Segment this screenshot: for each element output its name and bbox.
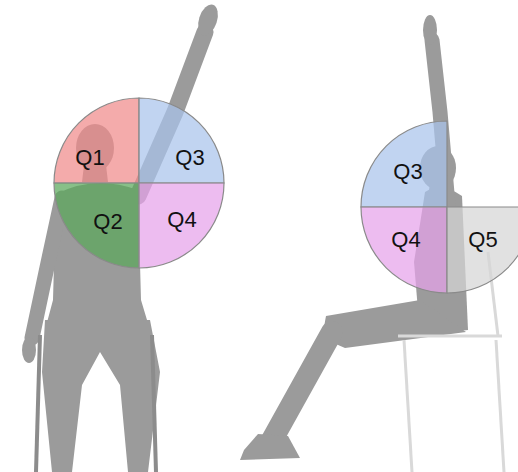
quadrant-label: Q2 (78, 209, 138, 235)
quadrant-label: Q4 (152, 207, 212, 233)
quadrant-label: Q5 (453, 227, 513, 253)
quadrant-label: Q4 (376, 227, 436, 253)
quadrant-sector: Q2 (54, 183, 139, 268)
sector-outline (361, 121, 447, 207)
sector-outline (361, 207, 447, 293)
quadrant-label: Q3 (378, 159, 438, 185)
quadrant-sector: Q1 (54, 98, 139, 183)
sector-shape (54, 98, 139, 183)
sector-outline (447, 207, 518, 293)
quadrant-sector: Q5 (447, 207, 518, 293)
sector-outline (139, 98, 224, 183)
sector-outline (54, 183, 139, 268)
quadrant-sector: Q3 (139, 98, 224, 183)
quadrant-sector: Q3 (361, 121, 447, 207)
quadrant-label: Q3 (160, 145, 220, 171)
sector-shape (139, 98, 224, 183)
side-view-silhouette (240, 15, 468, 460)
quadrant-sector: Q4 (361, 207, 447, 293)
front-chair (36, 335, 156, 472)
sector-outline (139, 183, 224, 268)
sector-outline (54, 98, 139, 183)
quadrant-sector: Q4 (139, 183, 224, 268)
quadrant-label: Q1 (60, 145, 120, 171)
